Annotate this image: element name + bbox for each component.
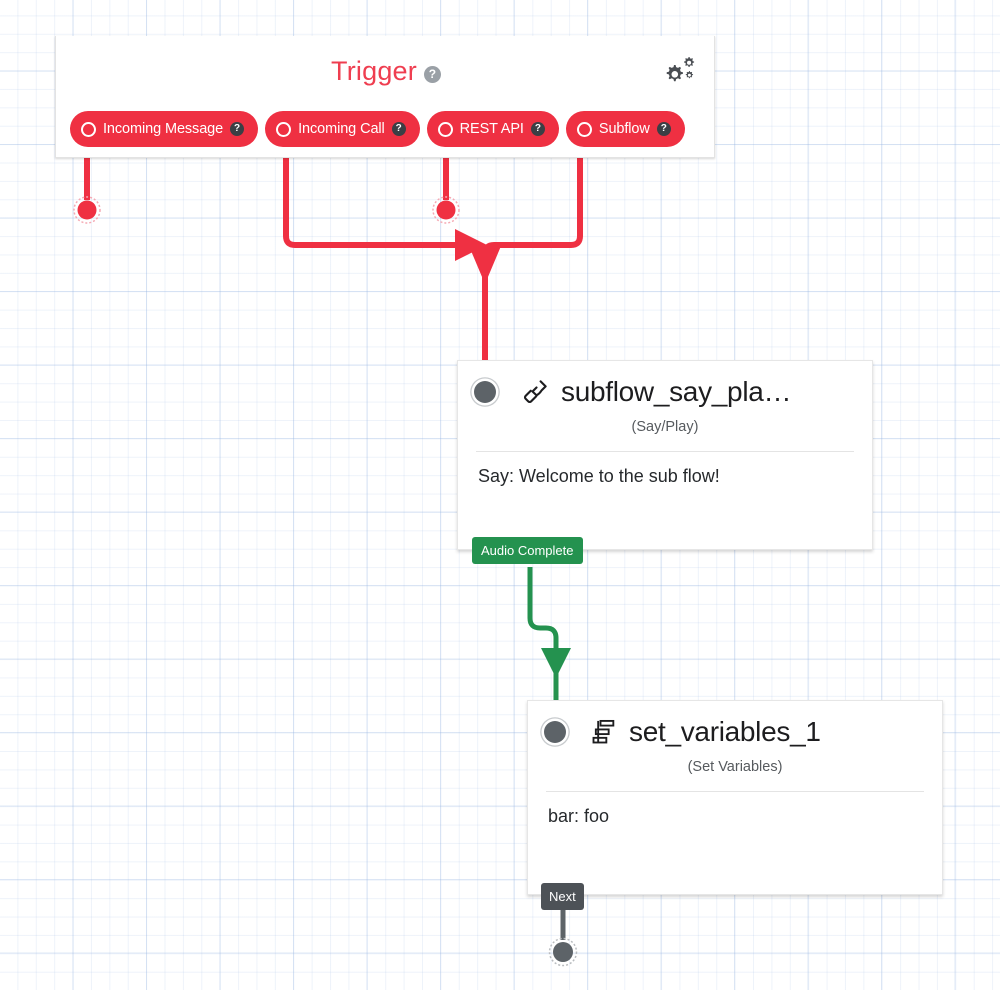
edge-subflow-arrowhead [469,246,501,284]
edge-label-next[interactable]: Next [541,883,584,910]
help-circle-icon[interactable]: ? [423,66,441,83]
trigger-pill-subflow[interactable]: Subflow ? [565,111,685,147]
node-subtitle: (Say/Play) [631,419,699,435]
trigger-pill-label: Subflow [598,121,650,137]
endpoint-dot-rest-api [436,200,456,220]
endpoint-ring-incoming-message [73,196,101,224]
help-circle-icon[interactable]: ? [656,122,671,136]
node-subtitle: (Set Variables) [687,759,783,775]
help-circle-icon[interactable]: ? [391,122,406,136]
endpoint-ring-rest-api [432,196,460,224]
trigger-card[interactable]: Trigger ? Incoming Message ? [55,36,715,158]
page-title: Trigger [331,56,417,86]
trigger-pill-row: Incoming Message ? Incoming Call ? REST … [70,111,685,147]
radio-circle-icon [276,121,292,137]
edge-audio-complete-arrowhead [541,648,571,678]
node-input-handle[interactable] [474,381,496,403]
edge-audio-complete [527,567,559,700]
edge-incoming-call-arrowhead [455,229,487,261]
trigger-pill-rest-api[interactable]: REST API ? [426,111,559,147]
trigger-pill-incoming-call[interactable]: Incoming Call ? [265,111,420,147]
node-title: subflow_say_pla… [561,376,792,407]
radio-circle-icon [437,121,453,137]
radio-circle-icon [576,121,592,137]
trigger-pill-incoming-message[interactable]: Incoming Message ? [70,111,259,147]
node-header: subflow_say_pla… [458,361,872,423]
node-divider [476,451,854,452]
node-header: set_variables_1 [528,701,942,763]
node-set-variables-1[interactable]: set_variables_1 (Set Variables) bar: foo [527,700,943,895]
set-variables-icon [592,719,615,744]
radio-circle-icon [81,121,96,137]
node-title: set_variables_1 [629,716,821,747]
node-input-handle[interactable] [544,721,566,743]
endpoint-dot-next [553,942,573,962]
endpoint-ring-next [548,937,578,967]
edge-subflow [482,150,583,360]
edge-incoming-call [283,150,455,248]
node-body-text: Say: Welcome to the sub flow! [478,466,720,486]
trigger-pill-label: Incoming Message [103,121,224,137]
gears-icon[interactable] [663,57,697,87]
help-circle-icon[interactable]: ? [230,122,245,136]
node-title-wrap: subflow_say_pla… [520,376,792,408]
node-title-wrap: set_variables_1 [590,716,821,748]
node-subflow-say-play[interactable]: subflow_say_pla… (Say/Play) Say: Welcome… [457,360,873,550]
node-body-text: bar: foo [548,806,610,826]
endpoint-dot-incoming-message [77,200,97,220]
edge-label-audio-complete[interactable]: Audio Complete [472,537,583,564]
trigger-pill-label: REST API [459,121,524,137]
phone-handset-icon [523,380,547,404]
node-divider [546,791,924,792]
help-circle-icon[interactable]: ? [530,122,545,136]
trigger-pill-label: Incoming Call [298,121,385,137]
trigger-title-row: Trigger ? [56,56,716,87]
